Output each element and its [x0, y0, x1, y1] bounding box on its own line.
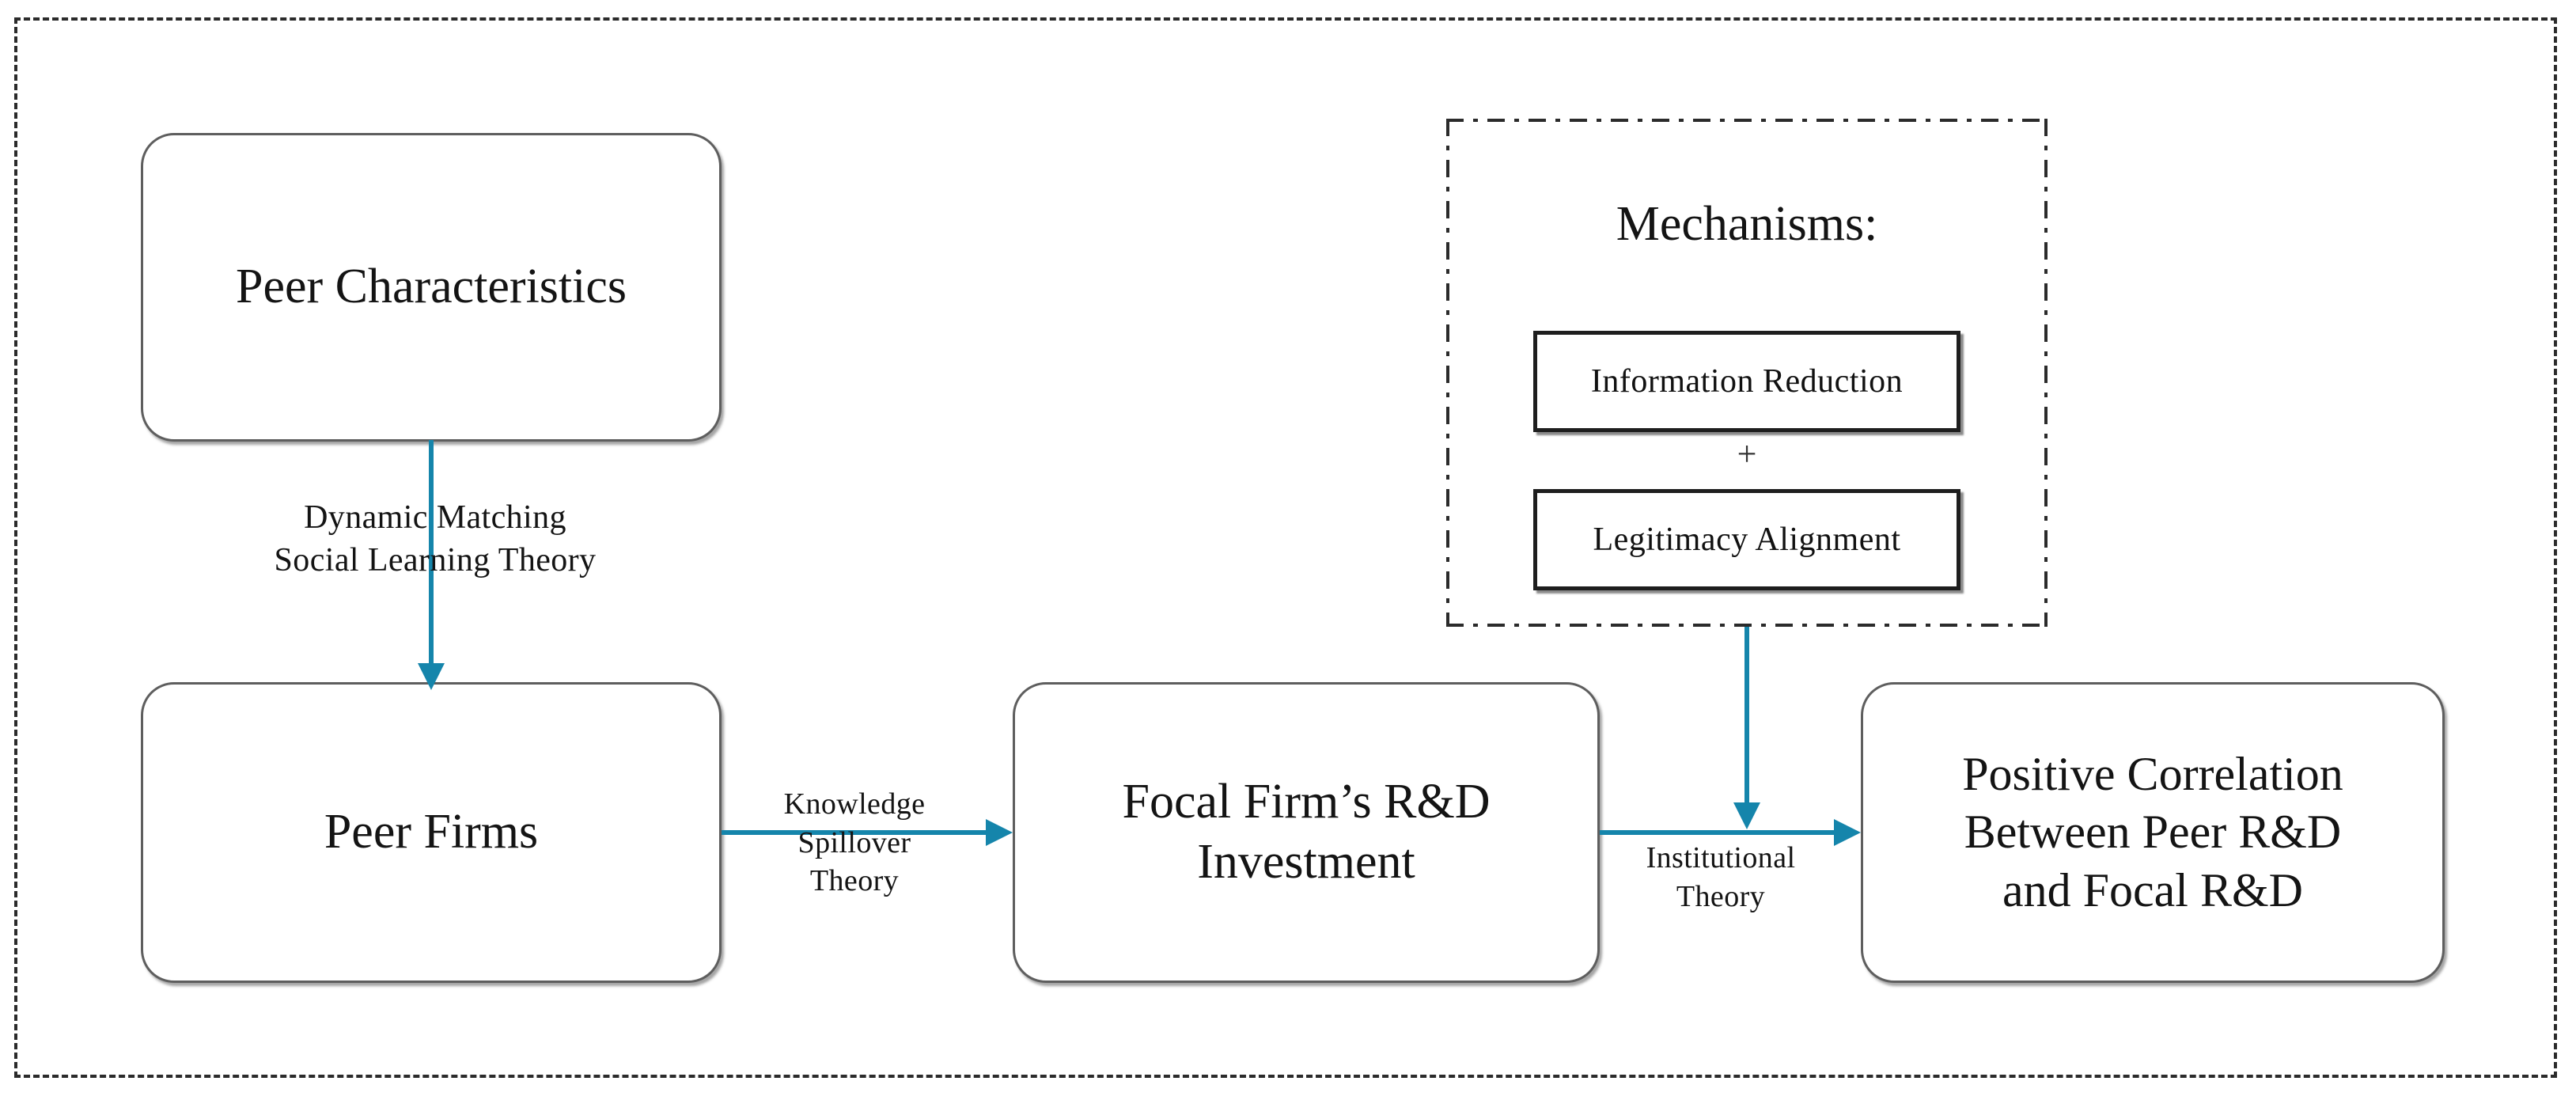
- mechanisms-panel-border-bottom: [1446, 624, 2048, 627]
- edge-label-institutional-theory: Institutional Theory: [1606, 839, 1835, 916]
- edge-label-knowledge-spillover-theory: Knowledge Spillover Theory: [736, 785, 973, 901]
- node-focal-firm-line-2: Investment: [1197, 835, 1415, 889]
- mechanism-item-information-reduction-label: Information Reduction: [1590, 363, 1904, 400]
- connector-peer-characteristics-to-peer-firms-arrowhead: [418, 663, 445, 690]
- node-peer-characteristics-label: Peer Characteristics: [235, 260, 627, 314]
- mechanisms-title: Mechanisms:: [1616, 197, 1878, 251]
- node-positive-correlation-outcome: Positive Correlation Between Peer R&D an…: [1861, 682, 2445, 983]
- mechanism-item-legitimacy-alignment-label: Legitimacy Alignment: [1593, 522, 1901, 558]
- node-focal-firm-rd-investment: Focal Firm’s R&D Investment: [1013, 682, 1600, 983]
- edge-label-institutional-theory-line-2: Theory: [1676, 879, 1766, 913]
- edge-label-knowledge-spillover-line-1: Knowledge: [783, 787, 926, 821]
- node-peer-firms-label: Peer Firms: [324, 805, 539, 859]
- node-outcome-label: Positive Correlation Between Peer R&D an…: [1948, 745, 2358, 920]
- node-peer-characteristics: Peer Characteristics: [141, 133, 722, 442]
- connector-focal-firm-to-outcome-arrowhead: [1834, 819, 1861, 846]
- mechanisms-panel-border-top: [1446, 119, 2048, 122]
- edge-label-dynamic-matching-line-2: Social Learning Theory: [274, 541, 597, 578]
- edge-label-institutional-theory-line-1: Institutional: [1646, 841, 1796, 874]
- node-peer-firms: Peer Firms: [141, 682, 722, 983]
- connector-peer-firms-to-focal-firm-arrowhead: [986, 819, 1013, 846]
- connector-peer-characteristics-to-peer-firms-line: [429, 440, 434, 669]
- connector-mechanisms-to-outcome-arrowhead: [1733, 802, 1760, 829]
- mechanisms-panel-border-left: [1446, 119, 1449, 627]
- edge-label-dynamic-matching-social-learning-theory: Dynamic Matching Social Learning Theory: [182, 497, 688, 582]
- node-focal-firm-label: Focal Firm’s R&D Investment: [1108, 772, 1504, 892]
- outer-dashed-frame: [14, 17, 2557, 1078]
- mechanisms-panel: Mechanisms: Information Reduction + Legi…: [1446, 119, 2048, 627]
- mechanism-plus-operator: +: [1737, 434, 1757, 473]
- node-focal-firm-line-1: Focal Firm’s R&D: [1122, 775, 1491, 829]
- mechanism-item-information-reduction: Information Reduction: [1533, 331, 1960, 432]
- edge-label-dynamic-matching-line-1: Dynamic Matching: [304, 499, 566, 536]
- connector-focal-firm-to-outcome-line: [1600, 830, 1837, 835]
- node-outcome-line-1: Positive Correlation: [1962, 748, 2343, 801]
- edge-label-knowledge-spillover-line-3: Theory: [809, 864, 900, 898]
- mechanisms-panel-border-right: [2044, 119, 2048, 627]
- mechanism-item-legitimacy-alignment: Legitimacy Alignment: [1533, 489, 1960, 590]
- node-outcome-line-2: Between Peer R&D: [1964, 806, 2342, 859]
- edge-label-knowledge-spillover-line-2: Spillover: [797, 825, 911, 859]
- node-outcome-line-3: and Focal R&D: [2002, 863, 2303, 916]
- connector-peer-firms-to-focal-firm-line: [722, 830, 991, 835]
- connector-mechanisms-to-outcome-line: [1744, 627, 1749, 809]
